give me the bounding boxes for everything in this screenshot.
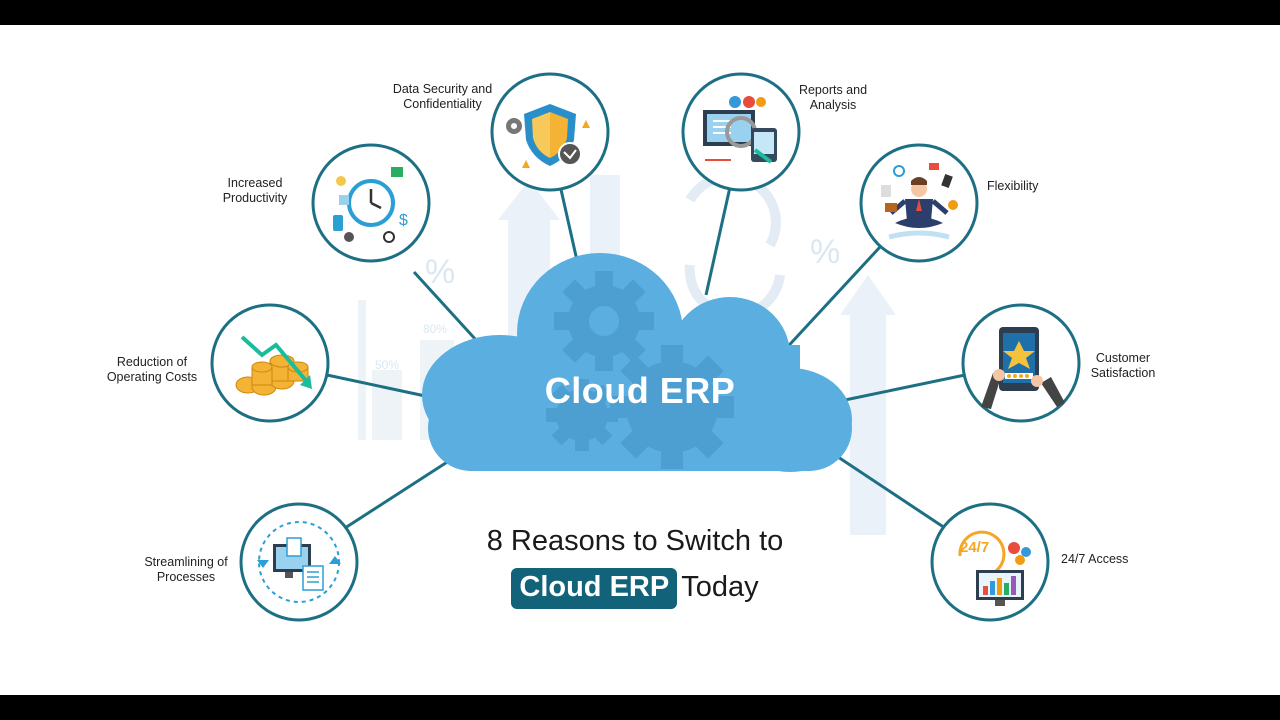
meditating-businessman-icon bbox=[881, 163, 958, 240]
headline-line-1: 8 Reasons to Switch to bbox=[486, 525, 784, 557]
connector-access bbox=[834, 453, 946, 530]
ring-access bbox=[930, 502, 1050, 622]
connector-streamlining bbox=[344, 455, 456, 530]
faint-bar-label-a: 80% bbox=[423, 322, 448, 336]
connector-costs bbox=[326, 373, 431, 399]
coins-down-icon bbox=[235, 335, 312, 396]
headline-rest: Today bbox=[681, 571, 759, 603]
svg-text:$: $ bbox=[399, 212, 408, 229]
connector-flexibility bbox=[778, 245, 882, 357]
background-decor bbox=[358, 171, 896, 535]
faint-percent-right: % bbox=[810, 233, 841, 271]
infographic-canvas: % % 80% 50% bbox=[0, 25, 1280, 695]
clock-productivity-icon: $ bbox=[333, 167, 408, 243]
faint-bar-label-b: 50% bbox=[375, 358, 400, 372]
hub-title: Cloud ERP bbox=[544, 370, 736, 411]
connector-security bbox=[558, 184, 580, 266]
connector-satisfaction bbox=[844, 373, 966, 402]
documents-process-icon bbox=[257, 521, 341, 603]
faint-percent-left: % bbox=[425, 253, 456, 291]
headline-highlight-pill: Cloud ERP bbox=[511, 568, 678, 609]
monitor-reports-icon bbox=[703, 96, 777, 164]
cloud-gears bbox=[546, 271, 734, 469]
svg-text:24/7: 24/7 bbox=[960, 539, 989, 556]
label-flexibility: Flexibility bbox=[987, 179, 1039, 193]
connector-reports bbox=[704, 186, 732, 296]
24-7-chart-icon: 24/7 bbox=[958, 530, 1031, 606]
shield-security-icon bbox=[506, 104, 590, 168]
tablet-rating-icon bbox=[981, 327, 1065, 409]
hub-diagram: $ bbox=[210, 72, 1081, 622]
label-access: 24/7 Access bbox=[1061, 552, 1129, 566]
